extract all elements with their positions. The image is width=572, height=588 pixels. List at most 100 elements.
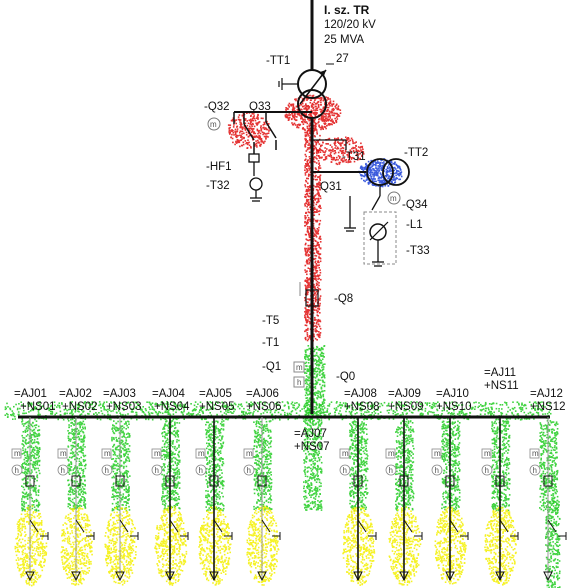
blue-hotspot-tt2	[358, 158, 403, 188]
neutral-earth-icon	[278, 78, 298, 90]
q31-label: Q31	[320, 181, 342, 193]
feeder-ns-label: +NS08	[344, 401, 379, 413]
feeder-ns-label: +NS05	[199, 401, 234, 413]
feeder-aj-label: =AJ10	[436, 388, 469, 400]
yellow-hotspot-feeder	[246, 505, 280, 586]
feeder-aj02[interactable]: mh	[57, 417, 95, 582]
green-band-feeder	[161, 420, 181, 511]
feeder-indicators: mh	[195, 448, 207, 476]
feeder-aj-label: =AJ06	[246, 388, 279, 400]
green-band-feeder	[253, 420, 273, 512]
feeder-indicators: mh	[57, 448, 69, 476]
feeder-ns-label: +NS03	[106, 401, 141, 413]
feeder-indicators: mh	[529, 448, 541, 476]
green-band-feeder	[21, 420, 41, 512]
red-hotspot-t31	[316, 136, 365, 166]
feeder-aj12[interactable]: mh	[529, 417, 567, 582]
q33-switch[interactable]	[265, 112, 277, 150]
feeder-aj-label: =AJ07	[294, 428, 327, 440]
feeder-aj-label: =AJ11	[484, 367, 516, 379]
feeder-ns-label: +NS01	[20, 401, 55, 413]
tap-label: 27	[336, 53, 349, 65]
tap-changer-arrow-icon	[299, 69, 327, 105]
q32-label: -Q32	[204, 101, 230, 113]
t32-label: -T32	[206, 180, 230, 192]
feeders: mhmhmhmhmhmhmhmhmhmhmh=AJ01+NS01=AJ02+NS…	[11, 367, 567, 582]
feeder-aj04[interactable]: mh	[151, 417, 189, 582]
feeder-aj-label: =AJ12	[530, 388, 563, 400]
feeder-aj08[interactable]: mh	[339, 417, 377, 582]
feeder-ns-label: +NS07	[294, 441, 329, 453]
transformer-title: I. sz. TR	[324, 3, 370, 17]
l1-coil[interactable]	[363, 211, 397, 267]
green-band-feeder	[67, 420, 87, 510]
green-band-feeder	[349, 420, 369, 512]
feeder-indicators: mh	[481, 448, 493, 476]
l1-label: -L1	[406, 219, 423, 231]
feeder-ns-label: +NS11	[484, 380, 519, 392]
green-band-feeder	[111, 420, 131, 512]
feeder-aj-label: =AJ02	[59, 388, 92, 400]
motor-indicator: m	[207, 117, 221, 131]
feeder-aj09[interactable]: mh	[385, 417, 423, 582]
green-band-feeder	[303, 420, 323, 511]
feeder-indicators: mh	[11, 448, 23, 476]
feeder-ns-label: +NS02	[62, 401, 97, 413]
yellow-hotspot-feeder	[198, 505, 232, 586]
q8-breaker[interactable]	[299, 282, 319, 307]
yellow-hotspot-feeder	[14, 505, 48, 587]
yellow-hotspot-feeder	[388, 506, 422, 586]
feeder-indicators: mh	[101, 448, 113, 476]
transformer-voltage: 120/20 kV	[324, 19, 376, 31]
feeder-indicators: mh	[243, 448, 255, 476]
green-band-busbar	[4, 401, 552, 421]
feeder-aj-label: =AJ09	[388, 388, 421, 400]
q34-switch[interactable]	[344, 185, 381, 232]
q34-motor-indicator: m	[387, 191, 401, 205]
t31-label: -T31	[342, 151, 366, 163]
tt2-label: -TT2	[404, 147, 428, 159]
feeder-indicators: mh	[431, 448, 443, 476]
red-hotspot-transformer	[284, 94, 342, 132]
q32-switch[interactable]	[243, 112, 255, 154]
hf1-device[interactable]	[248, 153, 263, 202]
feeder-ns-label: +NS06	[246, 401, 281, 413]
feeder-indicators: mh	[339, 448, 351, 476]
q1-indicators: m h	[293, 361, 305, 388]
feeder-ns-label: +NS12	[530, 401, 565, 413]
q33-label: Q33	[249, 101, 271, 113]
feeder-aj11[interactable]: mh	[481, 417, 519, 582]
feeder-aj-label: =AJ08	[344, 388, 377, 400]
yellow-hotspot-feeder	[434, 506, 467, 585]
t33-label: -T33	[406, 245, 430, 257]
feeder-ns-label: +NS04	[154, 401, 190, 413]
feeder-aj06[interactable]: mh	[243, 417, 281, 582]
feeder-indicators: mh	[385, 448, 397, 476]
transformer-power: 25 MVA	[324, 34, 364, 46]
feeder-aj10[interactable]: mh	[431, 417, 469, 582]
t5-label: -T5	[262, 315, 279, 327]
feeder-labels: =AJ01+NS01 =AJ02+NS02 =AJ03+NS03 =AJ04+NS04…	[14, 367, 565, 453]
q8-label: -Q8	[334, 293, 353, 305]
q34-label: -Q34	[402, 199, 428, 211]
feeder-aj-label: =AJ03	[103, 388, 136, 400]
feeder-aj-label: =AJ01	[14, 388, 47, 400]
green-band-feeder-end	[545, 500, 561, 588]
q0-label: -Q0	[336, 371, 355, 383]
feeder-ns-label: +NS10	[436, 401, 471, 413]
t1-label: -T1	[262, 337, 279, 349]
feeder-aj05[interactable]: mh	[195, 417, 233, 582]
red-hotspot-q32	[227, 112, 271, 149]
yellow-hotspot-feeder	[60, 505, 94, 586]
feeder-indicators: mh	[151, 448, 163, 476]
feeder-aj03[interactable]: mh	[101, 417, 139, 582]
feeder-aj-label: =AJ04	[152, 388, 186, 400]
neutral-bus	[233, 111, 312, 124]
heat-overlays	[4, 94, 561, 588]
hf1-label: -HF1	[206, 161, 232, 173]
q1-label: -Q1	[262, 361, 281, 373]
yellow-hotspot-feeder	[104, 507, 137, 586]
green-band-feeder	[539, 420, 559, 512]
feeder-aj01[interactable]: mh	[11, 417, 49, 582]
